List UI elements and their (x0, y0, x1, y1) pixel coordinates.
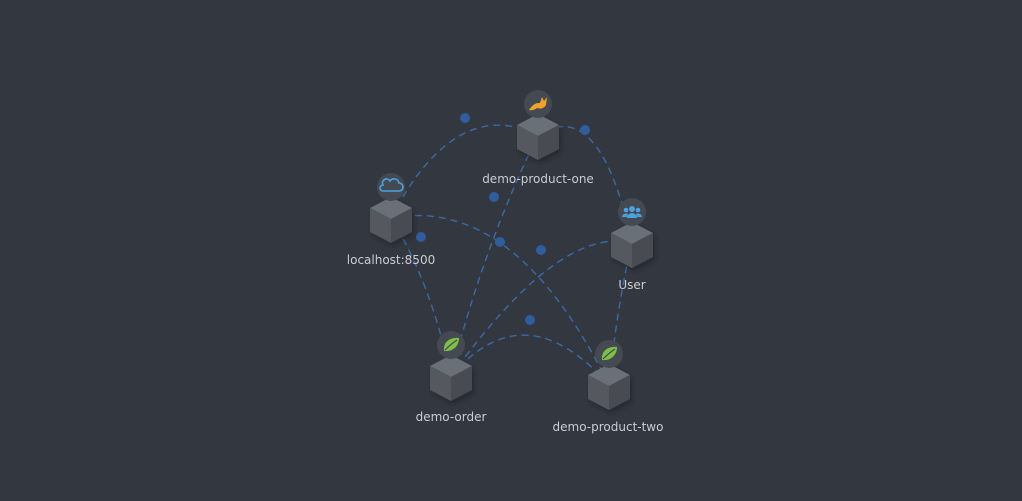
node-product-one-cube (517, 114, 559, 160)
node-label: demo-product-two (553, 420, 664, 434)
node-label: localhost:8500 (347, 253, 435, 267)
cube-right-face (451, 366, 472, 401)
link-localhost-to-product-two[interactable] (390, 214, 610, 386)
cube-left-face (430, 366, 451, 401)
link-dot-localhost-to-order[interactable] (416, 232, 426, 242)
cube-left-face (611, 233, 632, 268)
node-order[interactable]: demo-order (416, 331, 487, 424)
tomcat-icon (529, 97, 547, 111)
cloud-icon (379, 178, 404, 192)
link-user-to-product-one[interactable] (537, 125, 633, 244)
link-dot-user-to-product-one[interactable] (580, 125, 590, 135)
link-dot-localhost-to-product-two[interactable] (495, 237, 505, 247)
link-dot-order-to-product-one[interactable] (489, 192, 499, 202)
spring-leaf-vein (444, 339, 458, 351)
spring-leaf-vein (602, 348, 616, 360)
links-layer (390, 113, 633, 386)
cube-right-face (538, 125, 559, 160)
node-product-two[interactable]: demo-product-two (553, 340, 664, 434)
cube-right-face (632, 233, 653, 268)
cube-left-face (370, 208, 391, 243)
node-order-cube (430, 355, 472, 401)
node-localhost[interactable]: localhost:8500 (347, 173, 435, 267)
cube-left-face (517, 125, 538, 160)
users-icon (622, 206, 642, 218)
link-dot-order-to-user[interactable] (536, 245, 546, 255)
link-dot-localhost-to-product-one[interactable] (460, 113, 470, 123)
node-icon-badge (377, 173, 405, 201)
link-dot-order-to-product-two[interactable] (525, 315, 535, 325)
link-order-to-product-two[interactable] (450, 334, 610, 386)
cube-left-face (588, 375, 609, 410)
node-product-two-cube (588, 364, 630, 410)
node-label: demo-order (416, 410, 487, 424)
node-user[interactable]: User (611, 198, 653, 292)
node-label: User (618, 278, 645, 292)
cube-right-face (391, 208, 412, 243)
cube-right-face (609, 375, 630, 410)
node-product-one[interactable]: demo-product-one (482, 90, 594, 186)
node-label: demo-product-one (482, 172, 594, 186)
node-localhost-cube (370, 197, 412, 243)
node-user-cube (611, 222, 653, 268)
